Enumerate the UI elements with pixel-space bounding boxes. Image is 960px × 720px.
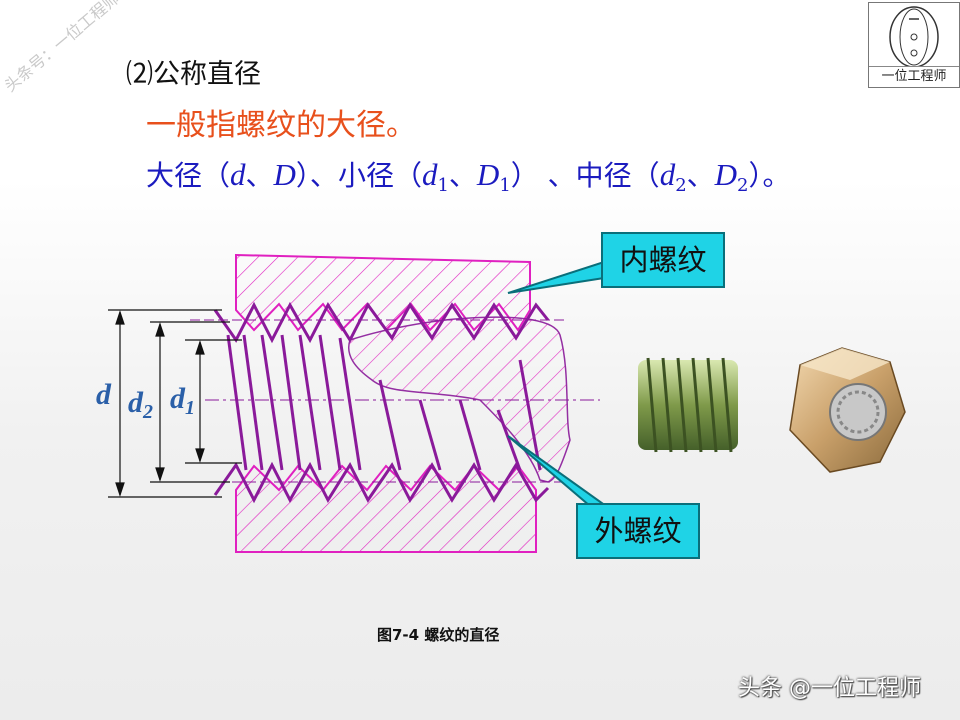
minor-diameter-label: 小径（ xyxy=(337,159,422,192)
separator: 、 xyxy=(448,159,477,192)
symbol-d: d xyxy=(230,157,246,192)
dim-label-d1: d1 xyxy=(170,382,195,419)
subscript: 2 xyxy=(737,175,749,196)
pitch-diameter-label: 中径（ xyxy=(575,159,660,192)
dim-label-d2: d2 xyxy=(128,386,153,423)
bracket-close: ） 、 xyxy=(510,159,576,192)
footer-watermark: 头条 @一位工程师 xyxy=(738,676,921,701)
breakout-outline xyxy=(348,316,571,483)
subscript: 1 xyxy=(437,175,449,196)
major-diameter-label: 大径（ xyxy=(146,159,231,192)
subscript: 1 xyxy=(499,175,511,196)
section-number: ⑵ xyxy=(126,59,153,90)
logo-caption: 一位工程师 xyxy=(869,66,959,87)
center-line xyxy=(190,319,600,483)
logo-box: 一位工程师 xyxy=(868,2,960,88)
hex-nut-3d-icon xyxy=(789,347,906,473)
bracket-close: ）。 xyxy=(748,159,791,192)
section-heading: ⑵公称直径 xyxy=(126,52,261,91)
dim-label-d: d xyxy=(96,378,111,411)
section-title: 公称直径 xyxy=(153,59,261,90)
dimension-lines xyxy=(108,309,242,498)
internal-thread-lower xyxy=(235,464,537,553)
figure-caption: 图7-4 螺纹的直径 xyxy=(377,626,500,644)
symbol-D: D xyxy=(273,157,296,192)
separator: 、 xyxy=(686,159,715,192)
subscript: 2 xyxy=(675,175,687,196)
bolt-3d-icon xyxy=(638,357,738,453)
symbol-d2: d xyxy=(659,157,676,192)
definition-text: 一般指螺纹的大径。 xyxy=(146,108,416,143)
symbol-d1: d xyxy=(421,157,438,192)
symbol-D1: D xyxy=(476,157,500,192)
callout-internal-thread: 内螺纹 xyxy=(601,232,725,288)
diameters-line: 大径（d、D）、小径（d1、D1） 、中径（d2、D2）。 xyxy=(146,154,791,196)
bracket-close: ）、 xyxy=(295,159,338,192)
callout-external-thread: 外螺纹 xyxy=(576,503,700,559)
symbol-D2: D xyxy=(714,157,738,192)
separator: 、 xyxy=(245,159,274,192)
